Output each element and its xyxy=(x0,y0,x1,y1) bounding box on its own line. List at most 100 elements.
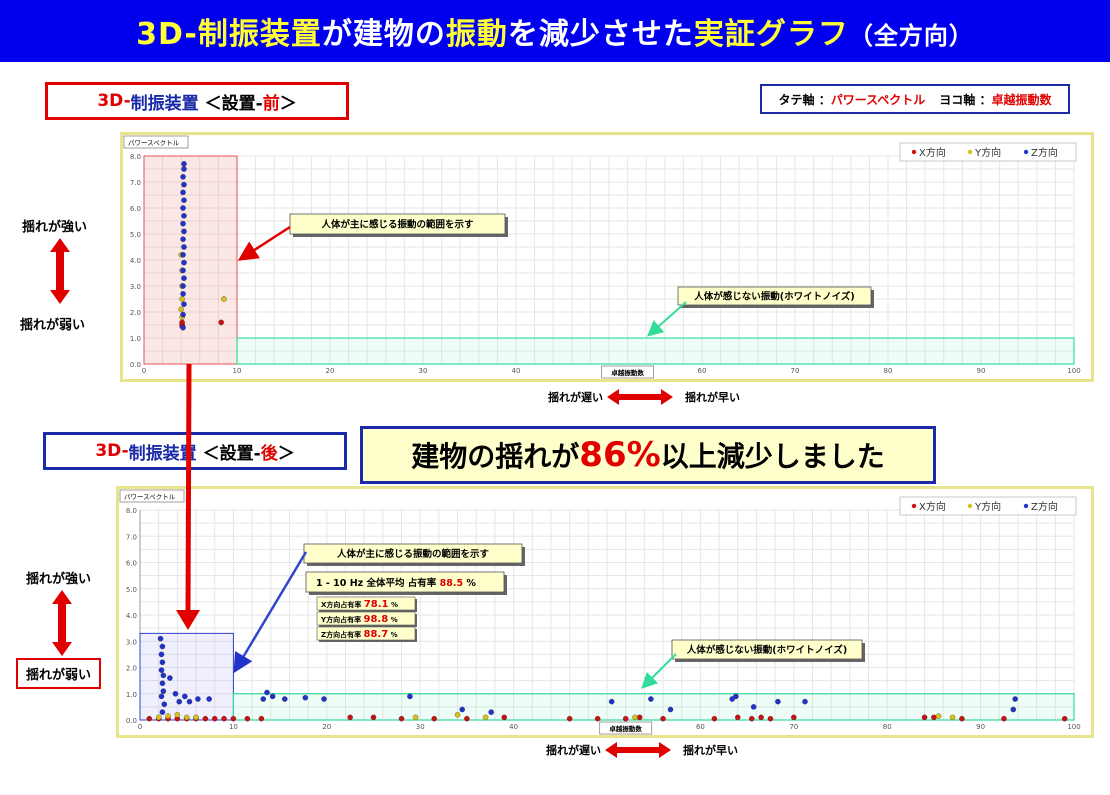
y-tick-label: 5.0 xyxy=(126,586,137,594)
data-point-z xyxy=(282,696,288,702)
data-point-z xyxy=(181,259,187,266)
data-point-x xyxy=(230,715,237,722)
data-point-z xyxy=(667,706,674,713)
data-point-x xyxy=(1061,715,1068,722)
data-point-x xyxy=(202,715,209,722)
data-point-z xyxy=(321,696,327,702)
x-tick-label: 70 xyxy=(789,723,798,731)
data-point-x xyxy=(218,319,224,326)
data-point-x xyxy=(244,715,251,722)
data-point-z xyxy=(160,672,167,679)
data-point-z xyxy=(181,275,187,281)
slow-label: 揺れが遅い xyxy=(546,744,601,757)
data-point-x xyxy=(501,714,508,721)
x-tick-label: 40 xyxy=(512,367,521,375)
data-point-z xyxy=(160,688,167,694)
data-point-z xyxy=(161,701,168,707)
data-point-z xyxy=(608,698,615,705)
annotation-arrow xyxy=(647,301,687,337)
label-after-mark: 後 xyxy=(260,443,278,464)
axis-legend-box: タテ軸 ：パワースペクトルヨコ軸 ：卓越振動数 xyxy=(760,84,1070,114)
data-point-z xyxy=(181,301,187,307)
data-point-x xyxy=(921,714,928,721)
y-tick-label: 5.0 xyxy=(130,231,141,239)
data-point-x xyxy=(758,714,764,721)
label-after-3d: 3D- xyxy=(95,441,129,461)
data-point-z xyxy=(729,696,735,702)
legend-box xyxy=(899,142,1077,162)
axis-legend-x-value: 卓越振動数 xyxy=(991,92,1052,107)
data-point-z xyxy=(181,197,187,203)
data-point-y xyxy=(454,711,461,718)
data-point-z xyxy=(750,704,757,710)
x-tick-label: 100 xyxy=(1067,723,1080,731)
data-point-z xyxy=(180,324,186,331)
label-before-mark: 前 xyxy=(262,93,280,114)
data-point-z xyxy=(264,689,270,696)
y-tick-label: 7.0 xyxy=(126,533,137,541)
data-point-y xyxy=(412,714,419,721)
y-tick-label: 2.0 xyxy=(130,309,141,317)
data-point-y xyxy=(165,713,171,719)
data-point-z xyxy=(180,267,186,274)
slow-label: 揺れが遅い xyxy=(548,391,603,404)
data-point-x xyxy=(749,715,755,722)
chart-name-tag-box xyxy=(123,135,189,149)
data-point-z xyxy=(180,189,186,196)
stats-row: Z方向占有率 88.7 % xyxy=(321,629,398,640)
result-banner-text-2: 以上減少しました xyxy=(660,440,885,473)
y-tick-label: 2.0 xyxy=(126,665,137,673)
x-tick-label: 20 xyxy=(326,367,335,375)
data-point-y xyxy=(935,713,942,719)
y-tick-label: 6.0 xyxy=(126,560,137,568)
data-point-z xyxy=(159,659,166,665)
stats-row-box xyxy=(316,596,416,611)
y-tick-label: 8.0 xyxy=(126,507,137,515)
legend-label: Z方向 xyxy=(1031,500,1058,513)
data-point-x xyxy=(711,715,718,722)
data-point-z xyxy=(206,696,212,702)
legend-marker xyxy=(967,149,973,155)
label-after-close: ＞ xyxy=(277,443,295,464)
annotation-white-noise-box xyxy=(677,286,872,306)
data-point-z xyxy=(180,252,186,258)
data-point-z xyxy=(180,236,186,242)
axis-legend-x-name: ヨコ軸 ： xyxy=(939,92,992,107)
x-direction-legend-after: 揺れが遅い 揺れが早い xyxy=(546,742,738,758)
legend-marker xyxy=(967,503,973,509)
x-tick-label: 30 xyxy=(416,723,425,731)
data-point-z xyxy=(159,709,166,715)
data-point-z xyxy=(181,228,187,235)
data-point-x xyxy=(636,714,643,721)
data-point-y xyxy=(178,306,184,313)
y-tick-label: 1.0 xyxy=(130,335,141,343)
side-weak-after: 揺れが弱い xyxy=(16,658,102,689)
data-point-x xyxy=(146,715,153,722)
data-point-z xyxy=(459,706,465,713)
data-point-y xyxy=(183,714,190,721)
axis-legend-y-value: パワースペクトル xyxy=(830,92,926,107)
data-point-x xyxy=(258,715,265,722)
x-tick-label: 0 xyxy=(142,367,146,375)
data-point-x xyxy=(1001,715,1007,722)
x-tick-label: 70 xyxy=(791,367,800,375)
x-tick-label: 60 xyxy=(696,723,705,731)
data-point-z xyxy=(733,693,739,700)
data-point-y xyxy=(632,714,638,721)
data-point-y xyxy=(174,711,181,718)
result-banner-percent: 86% xyxy=(579,435,661,475)
data-point-x xyxy=(931,714,937,721)
legend-box xyxy=(899,496,1077,516)
annotation-human-range: 人体が主に感じる振動の範囲を示す xyxy=(321,219,474,231)
legend-label: Z方向 xyxy=(1031,146,1058,159)
data-point-x xyxy=(959,715,965,722)
x-tick-label: 10 xyxy=(233,367,242,375)
stats-overall: 1 - 10 Hz 全体平均 占有率 88.5 % xyxy=(316,577,476,589)
data-point-z xyxy=(159,643,166,650)
data-point-z xyxy=(180,205,186,211)
data-point-z xyxy=(775,698,781,705)
label-before-3d: 3D- xyxy=(97,91,131,111)
legend-marker xyxy=(911,503,917,509)
label-before-close: ＞ xyxy=(279,93,297,114)
data-point-z xyxy=(1012,696,1018,702)
